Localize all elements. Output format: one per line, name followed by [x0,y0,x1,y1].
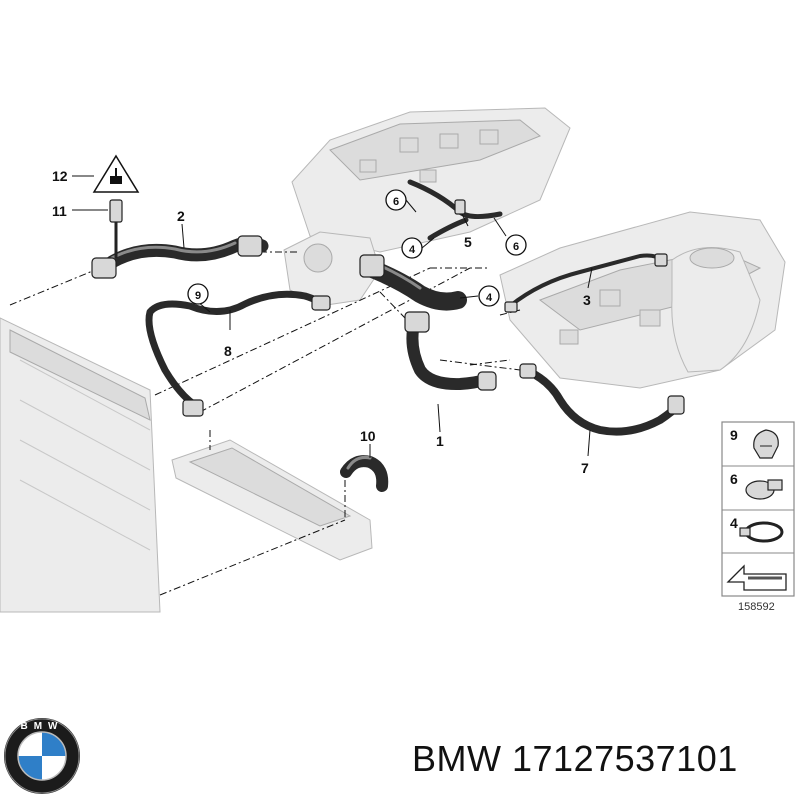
part-number-caption: BMW 17127537101 [412,738,738,780]
band-clamp-icon [739,521,784,543]
callout-3: 3 [583,292,591,308]
hose-5 [407,179,503,241]
callout-circle-9 [187,283,209,305]
temperature-sensor-11 [109,199,123,258]
warning-triangle-12 [92,154,140,193]
legend-panel: 9 6 4 158592 [721,421,795,613]
connection-lines [9,251,521,596]
callout-circle-6b [505,234,527,256]
hose-1-end [477,371,497,391]
callout-12: 12 [52,168,68,184]
callout-4a: 4 [409,244,416,256]
hose-2-left-connector [91,257,117,279]
hose-1 [359,254,497,391]
callout-circle-4a [401,237,423,259]
callout-11: 11 [52,203,67,219]
callout-circle-4b [478,285,500,307]
bmw-logo: BMW [4,718,80,794]
hose-3 [504,253,668,313]
arrow-icon [726,564,787,591]
hose-2 [91,235,269,279]
callout-4b: 4 [486,292,493,304]
hose-2-right-clamp [237,235,263,257]
radiator-tank-ghost [171,439,373,561]
diagram-code: 158592 [738,601,775,613]
callout-7: 7 [581,460,589,476]
hose-1-mid-clamp [404,311,430,333]
callout-6b: 6 [513,241,519,253]
callout-labels: 12 11 2 5 3 8 1 7 10 6 4 6 4 9 [52,168,591,476]
svg-text:BMW: BMW [21,721,64,732]
legend-item-4: 4 [730,515,738,531]
callout-8: 8 [224,343,232,359]
part-number: 17127537101 [512,738,738,779]
radiator-ghost [0,317,161,613]
legend-item-9: 9 [730,427,738,443]
callout-2: 2 [177,208,185,224]
clip-icon [753,429,779,459]
hose-1-top-clamp [359,254,385,278]
callout-9: 9 [195,290,201,302]
callout-5: 5 [464,234,472,250]
hose-7 [519,363,685,436]
callout-1: 1 [436,433,444,449]
leader-lines [72,175,593,458]
callout-circle-6a [385,189,407,211]
brand-name: BMW [412,738,502,779]
callout-6a: 6 [393,196,399,208]
hose-8 [145,290,331,417]
spring-clamp-icon [745,479,783,500]
expansion-tank-ghost [671,247,761,373]
legend-item-6: 6 [730,471,738,487]
cylinder-head-ghost [291,107,571,253]
hose-10 [340,455,389,492]
callout-10: 10 [360,428,376,444]
